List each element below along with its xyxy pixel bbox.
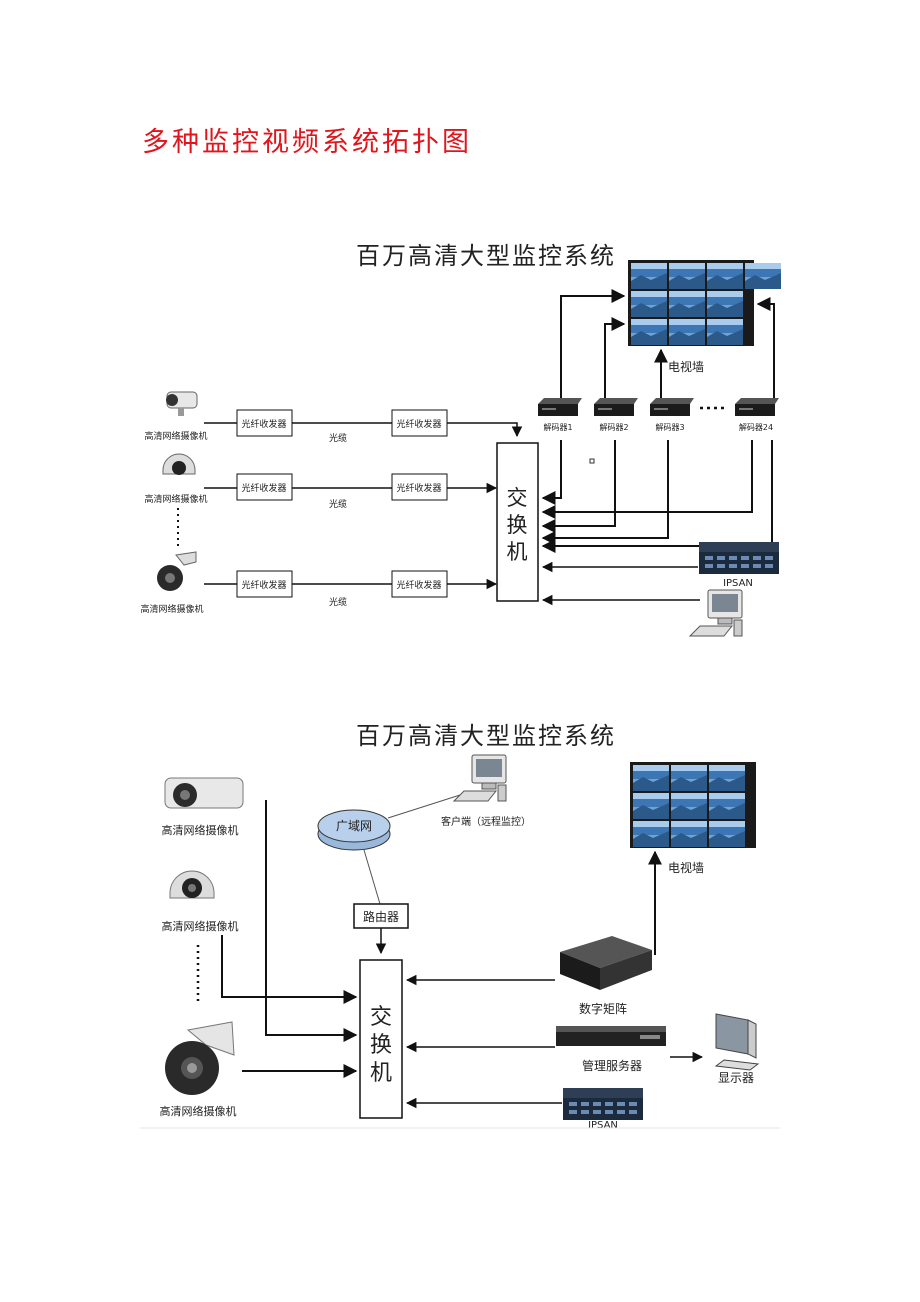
diagram2-camera-ptz [165,1021,235,1095]
diagram2-client-label: 客户端（远程监控） [441,815,531,828]
diagram2-tv-wall-label: 电视墙 [668,860,704,875]
diagram1-transceiver-b3: 光纤收发器 [391,570,448,598]
diagram1-decoder-label-24: 解码器24 [739,422,773,432]
diagram1: 高清网络摄像机 高清网络摄像机 高清网络摄像机 光纤收发器 光纤收发器 光纤收发… [140,260,781,637]
diagram1-decoder-24 [735,398,779,416]
diagram1-camera-bullet [166,391,198,416]
svg-text:换: 换 [370,1033,392,1058]
diagram1-transceiver-b1: 光纤收发器 [391,409,448,437]
diagram1-decoder-label-3: 解码器3 [655,422,684,432]
diagram1-transceiver-a2: 光纤收发器 [236,473,293,501]
diagram2-ipsan-label: IPSAN [588,1120,618,1131]
diagram1-decoder-label-2: 解码器2 [599,422,628,432]
diagram1-transceiver-label: 光纤收发器 [396,579,441,591]
diagram2-camera-dome [169,870,215,899]
diagram1-camera-label-2: 高清网络摄像机 [144,493,207,505]
diagram2-digital-matrix [560,936,652,990]
diagram2-router: 路由器 [353,903,409,929]
diagram2-camera-label-1: 高清网络摄像机 [162,823,239,837]
diagram2-ipsan [563,1088,643,1120]
diagram1-switch: 交 换 机 [496,442,539,602]
diagram2-camera-bullet [164,777,244,809]
diagram1-video-wall [628,260,781,346]
diagram1-decoder-2 [594,398,638,416]
diagram2-camera-label-3: 高清网络摄像机 [160,1104,237,1118]
diagram1-ipsan [699,542,779,574]
diagram1-client-pc [689,589,743,637]
diagram1-decoder-1 [538,398,582,416]
diagram1-transceiver-a3: 光纤收发器 [236,570,293,598]
diagram1-transceiver-label: 光纤收发器 [241,579,286,591]
diagram2-wan: 广域网 [317,809,391,851]
diagram1-title: 百万高清大型监控系统 [356,242,616,270]
diagram2-matrix-label: 数字矩阵 [579,1001,627,1016]
diagram2-display-label: 显示器 [718,1071,754,1085]
diagram1-transceiver-label: 光纤收发器 [396,482,441,494]
diagram2-title: 百万高清大型监控系统 [356,722,616,750]
diagram1-camera-label-1: 高清网络摄像机 [144,430,207,442]
diagram1-cable-label-2: 光缆 [329,498,347,510]
diagram2-camera-label-2: 高清网络摄像机 [162,919,239,933]
diagram1-cable-label-1: 光缆 [329,432,347,444]
diagram1-cable-label-3: 光缆 [329,596,347,608]
diagram2-router-label: 路由器 [363,909,399,924]
diagram1-transceiver-a1: 光纤收发器 [236,409,293,437]
diagram1-ipsan-label: IPSAN [723,578,753,589]
svg-text:机: 机 [507,540,528,564]
diagram2-display [714,1013,760,1071]
diagram1-decoder-3 [650,398,694,416]
diagram1-camera-dome [162,453,196,475]
svg-text:机: 机 [370,1061,392,1086]
svg-text:交: 交 [370,1005,392,1030]
diagram1-decoder-label-1: 解码器1 [543,422,572,432]
diagram1-camera-ptz [157,551,197,591]
page-title: 多种监控视频系统拓扑图 [142,127,472,158]
diagram1-tv-wall-label: 电视墙 [668,359,704,374]
svg-text:交: 交 [507,486,528,510]
diagram2-server-label: 管理服务器 [582,1058,642,1073]
diagram1-transceiver-label: 光纤收发器 [241,418,286,430]
diagram2-wan-label: 广域网 [336,819,372,833]
diagram2: 高清网络摄像机 高清网络摄像机 高清网络摄像机 广域网 客户端（远程 [140,754,780,1131]
diagram1-transceiver-b2: 光纤收发器 [391,473,448,501]
svg-text:换: 换 [507,513,528,537]
diagram2-management-server [556,1026,666,1046]
diagram1-camera-label-3: 高清网络摄像机 [140,603,203,615]
diagram2-video-wall [630,762,756,848]
diagram1-transceiver-label: 光纤收发器 [396,418,441,430]
diagram1-transceiver-label: 光纤收发器 [241,482,286,494]
diagram2-switch: 交 换 机 [359,959,403,1119]
diagram2-client-pc [453,754,507,802]
